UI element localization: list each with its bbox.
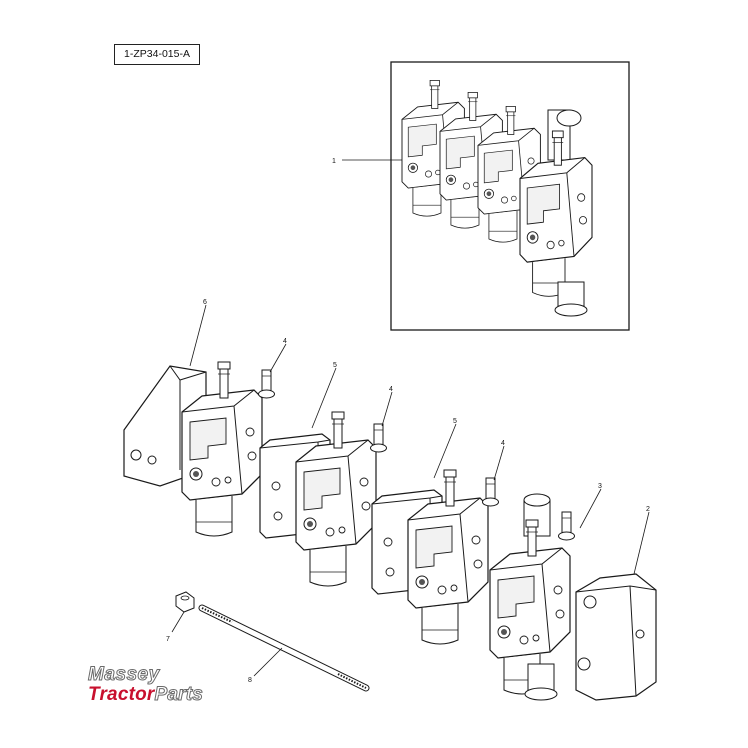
tie-rod <box>198 604 370 692</box>
stud-4 <box>558 511 575 541</box>
callout-3: 3 <box>598 483 602 490</box>
leader-lines <box>171 159 650 677</box>
logo-word-tractor: Tractor <box>88 684 155 705</box>
stud-3 <box>482 477 499 507</box>
callout-4b: 4 <box>389 386 393 393</box>
callout-1: 1 <box>332 158 336 165</box>
assembly-frame <box>390 61 630 331</box>
nut <box>175 591 195 613</box>
callout-4a: 4 <box>283 338 287 345</box>
callout-7: 7 <box>166 636 170 643</box>
relief-valve-section <box>489 493 571 701</box>
logo-line-2: TractorParts <box>88 684 203 706</box>
logo-word-parts: Parts <box>154 684 204 706</box>
stud-1 <box>258 369 275 399</box>
callout-8: 8 <box>248 677 252 684</box>
logo-line-1: Massey <box>88 664 160 686</box>
end-cover-outlet <box>575 573 657 701</box>
assembled-valve-stack <box>401 79 593 317</box>
stud-2 <box>370 423 387 453</box>
callout-4c: 4 <box>501 440 505 447</box>
callout-5b: 5 <box>453 418 457 425</box>
callout-5a: 5 <box>333 362 337 369</box>
figure-reference-code: 1-ZP34-015-A <box>114 44 200 65</box>
callout-6: 6 <box>203 299 207 306</box>
massey-tractor-parts-logo: Massey TractorParts <box>88 664 238 710</box>
callout-2: 2 <box>646 506 650 513</box>
